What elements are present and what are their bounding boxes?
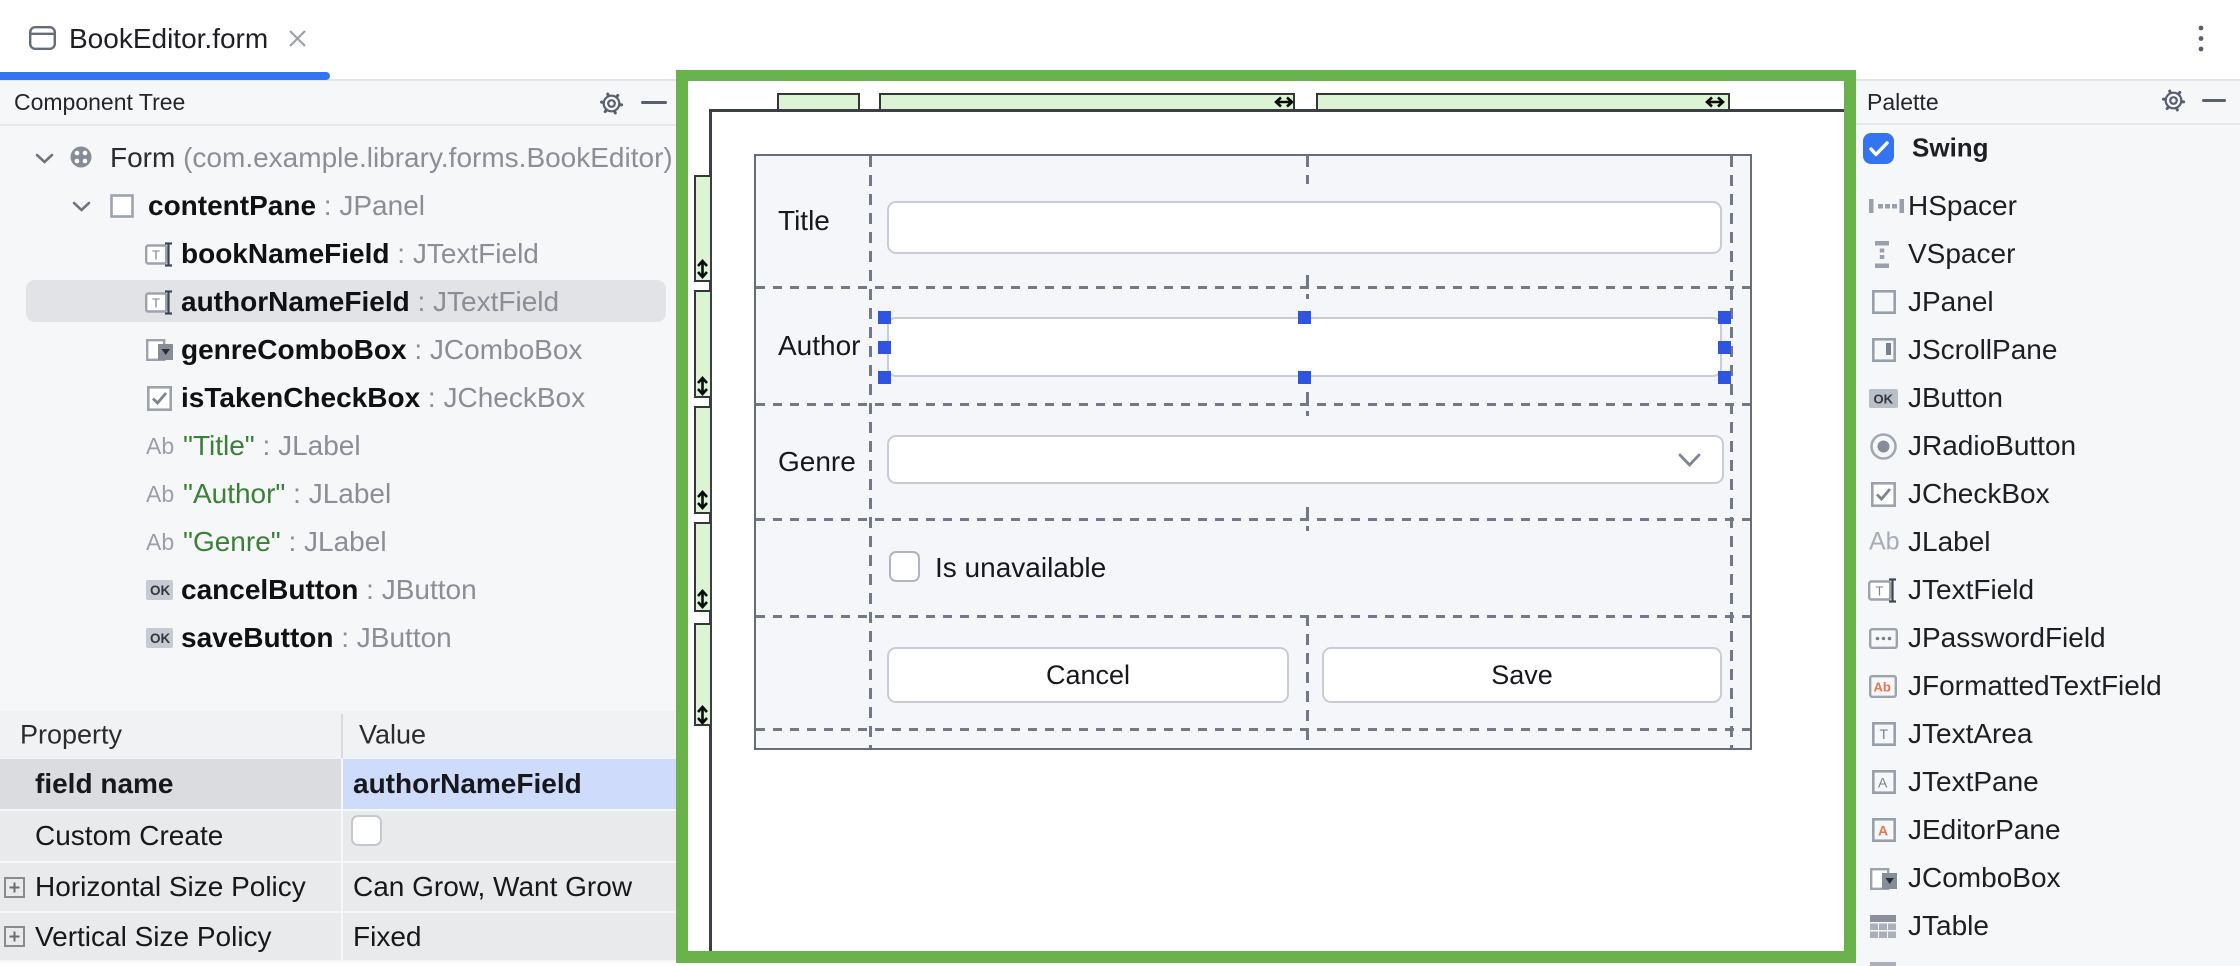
svg-text:T: T [1880, 726, 1889, 742]
svg-text:OK: OK [150, 583, 171, 598]
svg-text:Ab: Ab [1874, 680, 1891, 695]
svg-text:OK: OK [1874, 392, 1894, 407]
svg-text:OK: OK [150, 631, 171, 646]
svg-text:A: A [1878, 775, 1888, 791]
svg-text:T: T [152, 296, 160, 311]
svg-text:A: A [1878, 823, 1888, 839]
svg-text:T: T [152, 248, 160, 263]
svg-text:T: T [1876, 584, 1884, 599]
